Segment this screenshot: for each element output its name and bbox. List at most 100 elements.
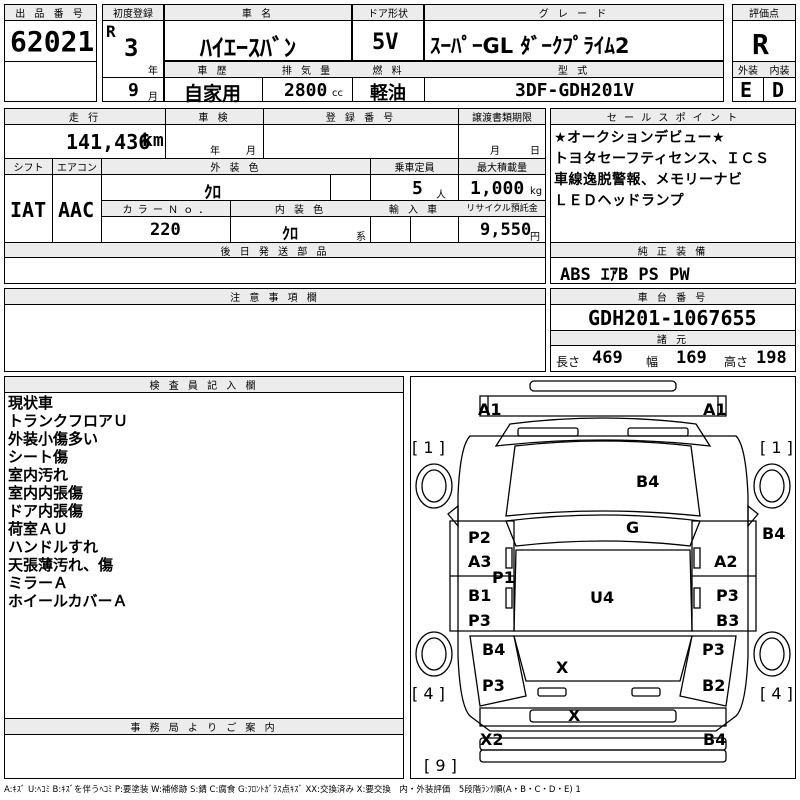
exterior-grade-value: E (740, 78, 753, 102)
fuel-value: 軽油 (370, 83, 406, 104)
grade-label: グ レ ー ド (538, 9, 610, 20)
mark-tire-rl: [ 4 ] (412, 684, 445, 703)
width-value: 169 (676, 348, 707, 368)
inspector-notes: 現状車 トランクフロアＵ 外装小傷多い シート傷 室内汚れ 室内内張傷 ドア内張… (8, 394, 128, 610)
mark-x-rear-glass: X (556, 658, 569, 677)
score-value: R (752, 28, 769, 61)
ext-color-label: 外 装 色 (210, 163, 262, 174)
sales-point-line: ＬＥＤヘッドランプ (554, 193, 685, 209)
lot-number-box (4, 4, 97, 102)
capacity-unit: 人 (436, 190, 446, 201)
mark-tire-fr: [ 1 ] (760, 438, 793, 457)
shift-label: シフト (13, 163, 44, 174)
note-line: 天張薄汚れ、傷 (8, 556, 114, 574)
mark-tire-fl: [ 1 ] (412, 438, 445, 457)
car-name-label: 車 名 (241, 9, 275, 20)
note-line: ホイールカバーＡ (8, 592, 128, 610)
mark-tire-rr: [ 4 ] (760, 684, 793, 703)
windshield-shape (505, 514, 701, 547)
model-code-value: 3DF-GDH201V (515, 80, 635, 101)
note-line: シート傷 (8, 448, 69, 466)
dimensions-label: 諸 元 (656, 335, 690, 346)
mark-b4-right-fender: B4 (762, 524, 786, 543)
exterior-label: 外装 (738, 66, 758, 77)
note-line: 外装小傷多い (8, 430, 99, 448)
sales-point-box (550, 108, 796, 284)
mark-b4-hood: B4 (636, 472, 660, 491)
mark-a1-right: A1 (703, 400, 727, 419)
history-value: 自家用 (184, 83, 242, 105)
lot-number-label: 出 品 番 号 (15, 9, 86, 20)
score-label: 評価点 (749, 9, 779, 20)
mark-g-glass: G (626, 518, 640, 537)
transfer-month-unit: 月 (490, 146, 500, 157)
sales-point-list: ★オークションデビュー★ トヨタセーフティセンス、ＩＣＳ 車線逸脱警報、メモリー… (554, 128, 770, 212)
int-color-label: 内 装 色 (274, 205, 327, 216)
recycle-label: リサイクル預託金 (466, 204, 538, 214)
month-unit: 月 (148, 92, 158, 103)
caution-box (4, 288, 546, 372)
width-label: 幅 (646, 355, 659, 369)
front-grille-shape (494, 417, 712, 447)
mark-p3-left-rear: P3 (482, 676, 505, 695)
car-name-value: ﾊｲｴｰｽﾊﾞﾝ (200, 34, 296, 62)
door-type-box (352, 4, 424, 61)
mark-a1-left: A1 (478, 400, 502, 419)
mileage-value: 141,436 (66, 130, 151, 154)
inspection-year-unit: 年 (210, 146, 220, 157)
int-color-unit: 系 (356, 232, 366, 243)
mark-b1-left: B1 (468, 586, 492, 605)
year-value: 3 (124, 34, 139, 62)
mark-b4-left-rear: B4 (482, 640, 506, 659)
mark-b4-bumper: B4 (703, 730, 727, 749)
mark-a3-left: A3 (468, 552, 492, 571)
import-label: 輸 入 車 (388, 205, 441, 216)
aircon-value: AAC (58, 198, 95, 222)
mark-a2-right: A2 (714, 552, 738, 571)
height-value: 198 (756, 348, 787, 368)
mark-spare: [ 9 ] (424, 756, 457, 775)
inspection-label: 車 検 (198, 113, 231, 124)
tire-front-left-shape (415, 463, 453, 509)
color-no-label: カ ラ ー Ｎ ｏ ． (122, 205, 210, 216)
tire-rear-left-shape (415, 631, 453, 677)
mileage-unit: km (142, 130, 164, 151)
chassis-no-value: GDH201-1067655 (588, 306, 757, 330)
displacement-label: 排 気 量 (281, 66, 334, 77)
max-load-label: 最大積載量 (477, 163, 527, 174)
door-type-value: 5V (372, 30, 399, 55)
interior-grade-value: D (772, 78, 785, 102)
color-no-value: 220 (150, 220, 181, 240)
recycle-unit: 円 (530, 232, 540, 243)
genuine-value: ABS ｴｱB PS PW (560, 265, 690, 285)
int-color-value: ｸﾛ (282, 224, 299, 243)
sales-point-line: 車線逸脱警報、メモリーナビ (554, 172, 743, 188)
later-parts-label: 後 日 発 送 部 品 (220, 247, 330, 258)
displacement-value: 2800 (284, 80, 328, 101)
mark-p3-right-rear: P3 (702, 640, 725, 659)
note-line: 室内汚れ (8, 466, 69, 484)
height-label: 高さ (724, 355, 749, 369)
right-doors-shape (691, 520, 757, 632)
genuine-label: 純 正 装 備 (637, 247, 709, 258)
office-label: 事 務 局 よ り ご 案 内 (130, 723, 278, 734)
ext-color-value: ｸﾛ (204, 183, 221, 203)
capacity-label: 乗車定員 (394, 163, 435, 174)
sales-point-label: セ ー ル ス ポ イ ン ト (606, 113, 740, 124)
note-line: トランクフロアＵ (8, 412, 129, 430)
mark-p2-left: P2 (468, 528, 491, 547)
interior-label: 内装 (769, 66, 790, 77)
grade-value: ｽｰﾊﾟｰGL ﾀﾞｰｸﾌﾟﾗｲﾑ2 (430, 34, 630, 58)
inspection-month-unit: 月 (246, 146, 256, 157)
mark-b3-right: B3 (716, 611, 740, 630)
body-outline-shape (457, 435, 749, 732)
tire-front-right-shape (753, 463, 791, 509)
mark-p1-left: P1 (492, 568, 515, 587)
sales-point-line: ★オークションデビュー★ (554, 130, 726, 146)
car-name-box (164, 4, 352, 61)
chassis-no-label: 車 台 番 号 (637, 293, 709, 304)
shift-value: IAT (10, 198, 47, 222)
spec-row-box (164, 61, 724, 102)
fuel-label: 燃 料 (372, 66, 405, 77)
transfer-deadline-label: 譲渡書類期限 (472, 113, 532, 124)
